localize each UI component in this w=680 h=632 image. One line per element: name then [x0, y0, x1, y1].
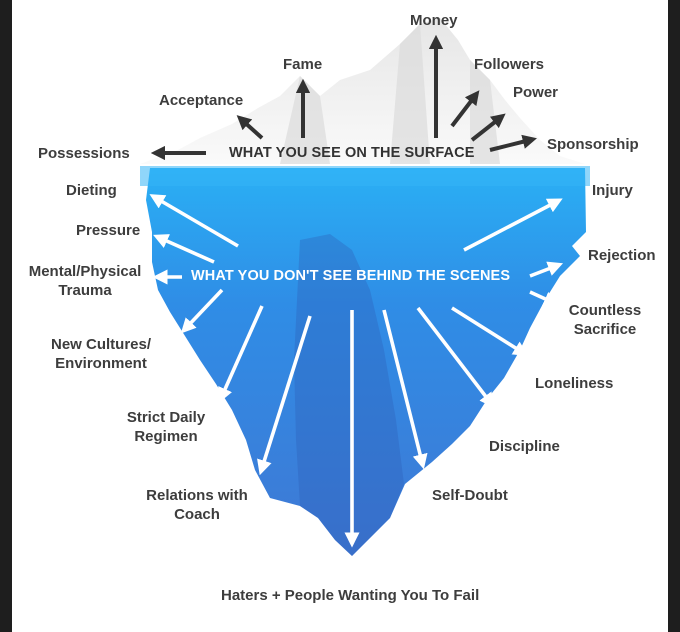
label-haters: Haters + People Wanting You To Fail [221, 587, 480, 604]
label-sacrifice-line1: Countless [568, 302, 642, 319]
arrow-regimen [218, 305, 264, 403]
underwater-heading: WHAT YOU DON'T SEE BEHIND THE SCENES [191, 268, 511, 284]
label-regimen-line1: Strict Daily [126, 409, 206, 426]
label-cultures: New Cultures/ Environment [40, 335, 162, 373]
label-injury: Injury [592, 182, 633, 199]
arrow-self-doubt [382, 309, 428, 470]
label-regimen: Strict Daily Regimen [118, 408, 214, 446]
label-regimen-line2: Regimen [134, 428, 198, 445]
label-trauma: Mental/Physical Trauma [21, 262, 149, 300]
label-acceptance: Acceptance [159, 92, 244, 109]
arrow-acceptance [236, 115, 264, 140]
left-border [0, 0, 12, 632]
label-coach-line2: Coach [174, 506, 220, 523]
label-trauma-line1: Mental/Physical [28, 263, 142, 280]
arrow-cultures [180, 288, 224, 334]
label-discipline: Discipline [489, 438, 560, 455]
iceberg-tip-shadow [280, 24, 500, 164]
label-followers: Followers [474, 56, 545, 73]
label-pressure: Pressure [76, 222, 141, 239]
surface-arrows [150, 34, 537, 161]
label-dieting: Dieting [66, 182, 117, 199]
label-cultures-line1: New Cultures/ [50, 336, 152, 353]
label-money: Money [410, 12, 458, 29]
arrow-sacrifice [529, 290, 559, 306]
label-self-doubt: Self-Doubt [432, 487, 508, 504]
arrow-injury [463, 198, 563, 252]
arrow-pressure [153, 234, 215, 264]
label-power: Power [513, 84, 559, 101]
iceberg-underwater [146, 168, 586, 556]
label-sacrifice: Countless Sacrifice [560, 301, 650, 339]
underwater-arrows [149, 194, 564, 548]
label-loneliness: Loneliness [535, 375, 614, 392]
label-coach: Relations with Coach [138, 486, 256, 524]
label-coach-line1: Relations with [146, 487, 248, 504]
label-cultures-line2: Environment [55, 355, 147, 372]
label-possessions: Possessions [38, 145, 130, 162]
right-border [668, 0, 680, 632]
arrow-dieting [149, 194, 239, 248]
label-trauma-line2: Trauma [58, 282, 112, 299]
label-rejection: Rejection [588, 247, 656, 264]
label-fame: Fame [283, 56, 323, 73]
label-sponsorship: Sponsorship [547, 136, 639, 153]
arrow-followers [450, 90, 480, 128]
waterline [140, 166, 590, 186]
label-sacrifice-line2: Sacrifice [573, 321, 637, 338]
surface-heading: WHAT YOU SEE ON THE SURFACE [229, 145, 475, 161]
arrow-sponsorship [489, 134, 537, 152]
iceberg-underwater-shade [294, 234, 404, 556]
arrow-power [470, 113, 506, 142]
arrow-coach [257, 315, 312, 476]
arrow-discipline [416, 306, 495, 409]
arrow-rejection [529, 261, 564, 278]
arrow-loneliness [451, 306, 529, 357]
